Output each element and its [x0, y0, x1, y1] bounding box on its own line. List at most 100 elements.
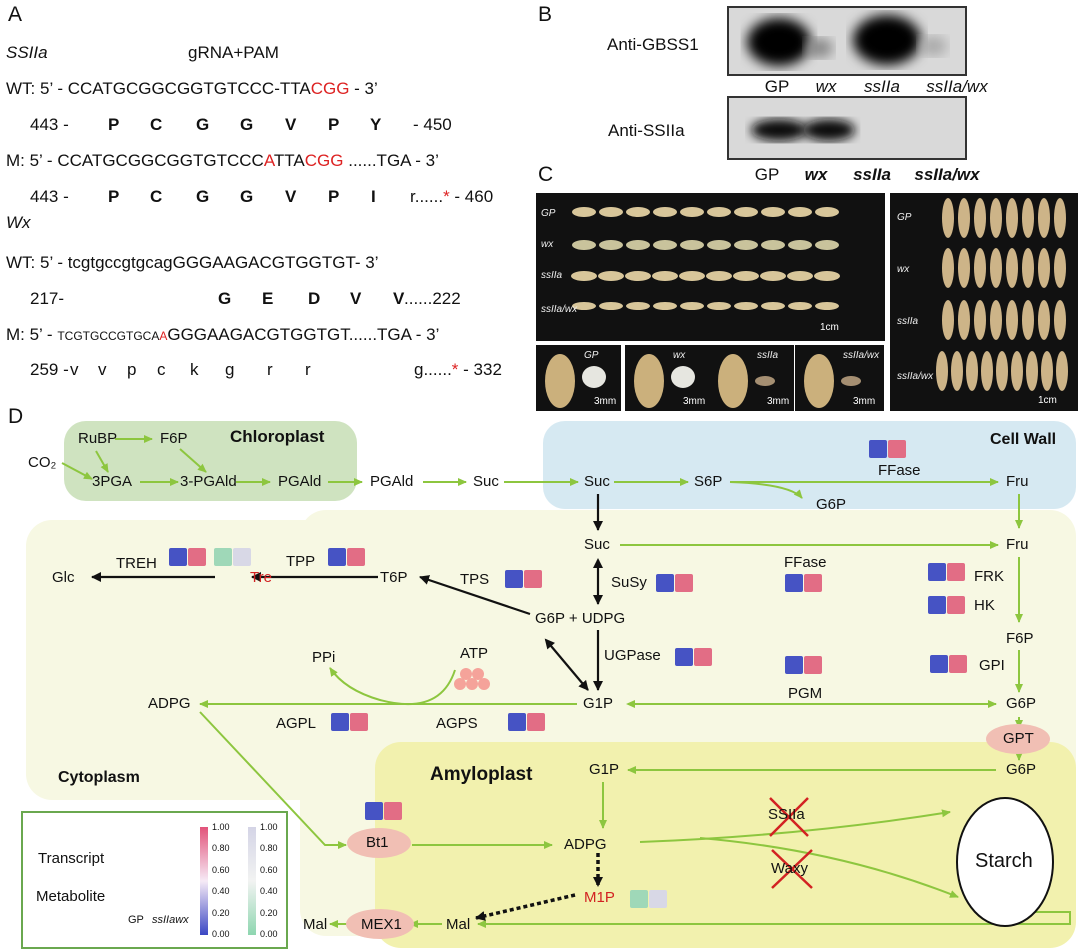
seq-text: TTA [273, 151, 305, 170]
seed-grain [996, 351, 1008, 391]
seed-grain [707, 207, 731, 217]
seed-grain [680, 240, 704, 250]
seed-closeup [536, 345, 621, 411]
seed-grain [1022, 198, 1034, 238]
metabolite-g6p_cw: G6P [816, 496, 847, 513]
seed-grain [1022, 300, 1034, 340]
seed-grain [734, 240, 758, 250]
seed-grain [626, 207, 650, 217]
insertion-base: A [263, 151, 274, 170]
seq-text: ......TGA - 3’ [348, 325, 440, 344]
transcript-heat-cell [675, 648, 693, 666]
seed-grain [815, 302, 839, 310]
metabolite-starch: Starch [975, 850, 1033, 872]
seed-grain [1022, 248, 1034, 288]
metabolite-f6p_chl: F6P [160, 430, 188, 447]
amino-acid: Y [370, 115, 382, 134]
seed-grain [1054, 198, 1066, 238]
seed-grain [788, 240, 812, 250]
seed-row-label: wx [897, 264, 910, 275]
seed-grain [679, 271, 705, 281]
transcript-heat-cell [350, 713, 368, 731]
transcript-heat-cell [949, 655, 967, 673]
seed-grain [707, 240, 731, 250]
metabolite-atp: ATP [460, 645, 489, 662]
scale-3mm: 3mm [767, 396, 790, 407]
amino-acid: V [350, 289, 362, 308]
amino-acid: C [150, 115, 163, 134]
transcript-heat-cell [694, 648, 712, 666]
seed-row-label: ssIIa/wx [541, 304, 578, 315]
legend-frame [21, 811, 288, 949]
metabolite-mal2: Mal [446, 916, 471, 933]
metabolite-s6p: S6P [694, 473, 723, 490]
seed-grain [652, 271, 678, 281]
seed-grain [788, 302, 812, 310]
enzyme-tpp: TPP [286, 553, 316, 570]
wx-wt-sequence: WT: 5’ - tcgtgccgtgcagGGGAAGACGTGGTGT- 3… [6, 253, 379, 272]
seed-closeup [709, 345, 794, 411]
metabolite-pga3: 3PGA [92, 473, 133, 490]
transcript-heat-cell [328, 548, 346, 566]
seed-grain [815, 207, 839, 217]
blot-ssiia-label: Anti-SSIIa [608, 121, 685, 140]
cytoplasm-compartment-right [300, 510, 1076, 936]
seq-text: ......TGA - 3’ [343, 151, 439, 170]
amino-acid: p [127, 360, 137, 379]
tail-end: - 332 [458, 360, 502, 379]
seed-grain [680, 302, 704, 310]
metabolite-g6p3: G6P [1006, 761, 1037, 778]
seed-grain [626, 302, 650, 310]
metabolite-colorbar [248, 827, 256, 935]
amino-acid: P [108, 115, 120, 134]
seed-grain [1038, 300, 1050, 340]
grna-pam-label: gRNA+PAM [188, 43, 279, 62]
wx-mutant-sequence: M: 5’ - TCGTGCCGTGCAAGGGAAGACGTGGTGT....… [6, 326, 439, 343]
transcript-heat-cell [656, 574, 674, 592]
seed-grain [572, 240, 596, 250]
metabolite-co2: CO₂ [28, 454, 57, 471]
cellwall-label: Cell Wall [990, 431, 1057, 448]
enzyme-bt1: Bt1 [366, 834, 389, 851]
seed-grain [974, 248, 986, 288]
transcript-heat-cell [169, 548, 187, 566]
enzyme-agpl: AGPL [276, 715, 317, 732]
enzyme-pgm: PGM [788, 685, 823, 702]
seed-grain [942, 300, 954, 340]
seed-grain [1041, 351, 1053, 391]
atp-molecule-icon [454, 668, 490, 690]
lane-label: wx [815, 77, 837, 96]
enzyme-susy: SuSy [611, 574, 647, 591]
enzyme-hk: HK [974, 597, 995, 614]
colorbar-tick: 1.00 [260, 822, 278, 832]
colorbar-tick: 0.40 [212, 886, 230, 897]
enzyme-gpt: GPT [1003, 730, 1034, 747]
seed-row-label: GP [897, 212, 912, 223]
seed-grain [1054, 248, 1066, 288]
metabolite-suc3: Suc [584, 536, 610, 553]
amino-acid: V [285, 187, 297, 206]
seed-grain [599, 240, 623, 250]
closeup-label: ssIIa/wx [843, 350, 880, 361]
transcript-heat-cell [188, 548, 206, 566]
aa-row-4-start: 259 - [30, 360, 69, 379]
amino-acid: P [328, 115, 340, 134]
metabolite-ppi: PPi [312, 649, 336, 666]
metabolite-heat-cell [214, 548, 232, 566]
transcript-heat-cell [928, 596, 946, 614]
seed-grain [958, 248, 970, 288]
enzyme-mex1: MEX1 [361, 916, 402, 933]
enzyme-gpi: GPI [979, 657, 1005, 674]
seq-text: WT: 5’ - CCATGCGGCGGTGTCCC-TTA [6, 79, 311, 98]
pam-text: CGG [304, 151, 344, 170]
seed-grain [966, 351, 978, 391]
colorbar-tick: 0.00 [260, 929, 278, 939]
aa-row-4-tail: g......* - 332 [414, 361, 502, 378]
legend-transcript-cell [123, 843, 153, 873]
enzyme-frk: FRK [974, 568, 1004, 585]
metabolite-suc1: Suc [473, 473, 499, 490]
amino-acid: v [70, 360, 79, 379]
amino-acid: E [262, 289, 274, 308]
colorbar-tick: 0.40 [260, 886, 278, 897]
seed-grain [734, 207, 758, 217]
